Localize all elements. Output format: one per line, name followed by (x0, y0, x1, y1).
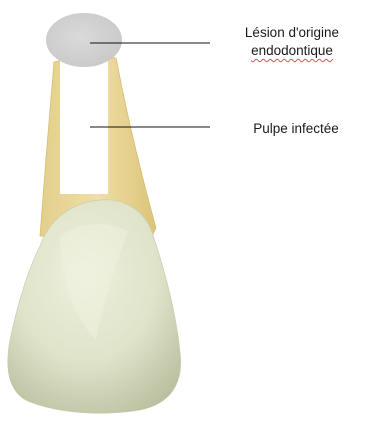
lesion-label-word: endodontique (251, 43, 333, 58)
lesion-label-line2: endodontique (222, 42, 362, 59)
lesion-label-line1: Lésion d'origine (222, 24, 362, 41)
lesion (46, 13, 122, 67)
pulp-canal (60, 48, 108, 194)
pulpe-label: Pulpe infectée (226, 120, 365, 137)
